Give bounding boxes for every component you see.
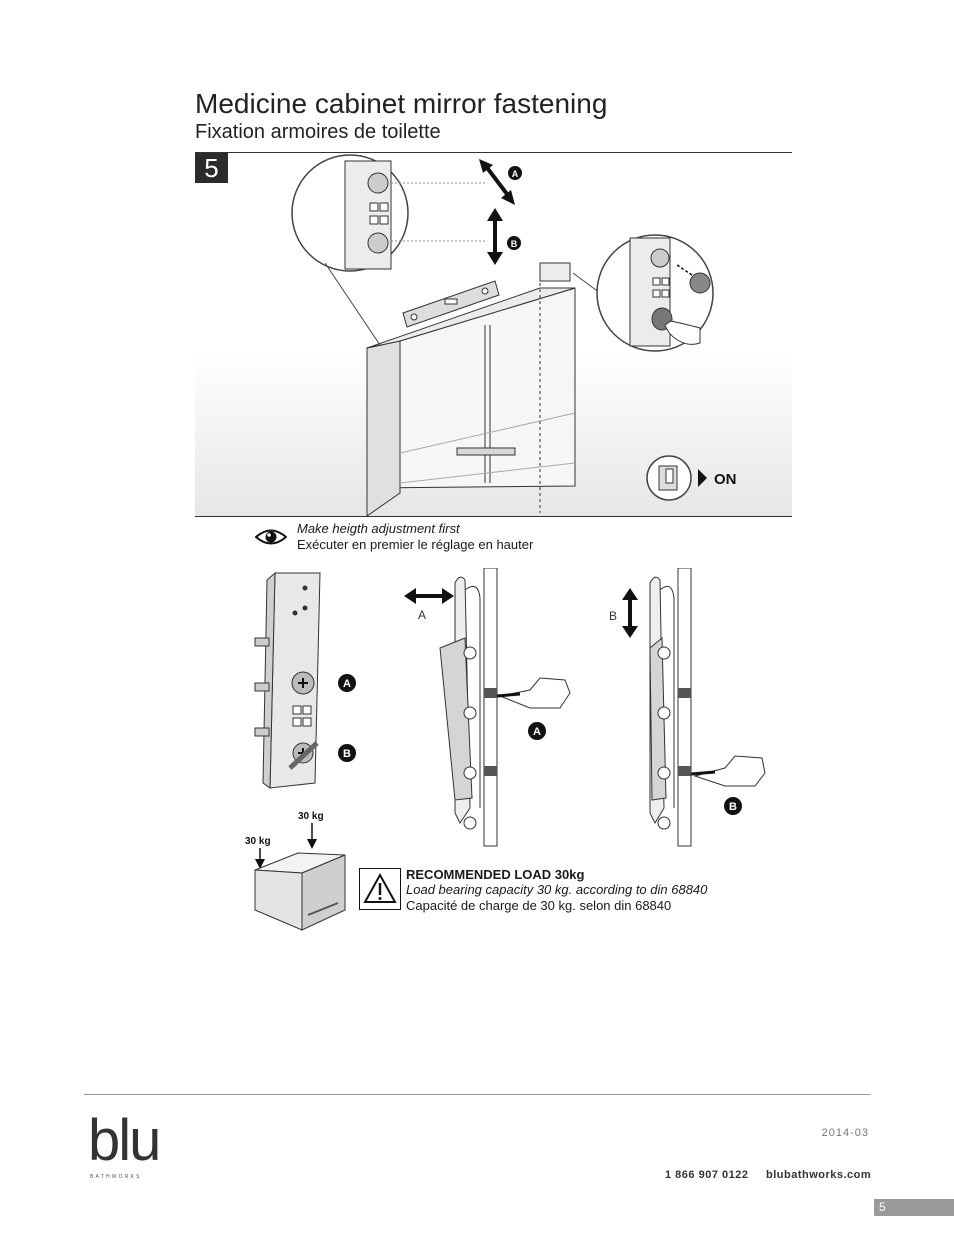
zoom-circle-right: [572, 234, 714, 352]
bracket-on-cabinet: [539, 262, 571, 282]
step-number-badge: 5: [195, 153, 228, 183]
side-view-a-callout: A: [533, 726, 541, 738]
callout-a-label: A: [512, 169, 519, 179]
warning-text-en: Load bearing capacity 30 kg. according t…: [406, 882, 708, 897]
footer-phone: 1 866 907 0122: [665, 1169, 749, 1181]
footer-website-link[interactable]: blubathworks.com: [766, 1169, 872, 1181]
spirit-level: [402, 280, 500, 328]
play-arrow-icon: [698, 469, 707, 487]
eye-icon: [255, 529, 287, 545]
callout-b-label: B: [511, 239, 518, 249]
side-view-a-illustration: A A: [404, 568, 571, 847]
bracket-callout-b-label: B: [343, 748, 351, 760]
zoom-circle-left: [291, 154, 485, 346]
warning-icon: [359, 868, 401, 910]
load-box-illustration: 30 kg 30 kg: [245, 811, 346, 931]
page-subtitle: Fixation armoires de toilette: [195, 121, 441, 143]
brand-logo: blu: [88, 1108, 161, 1173]
load-side-label: 30 kg: [245, 836, 271, 847]
bracket-callout-badges: A B: [338, 674, 356, 762]
warning-text-fr: Capacité de charge de 30 kg. selon din 6…: [406, 898, 672, 913]
side-view-b-illustration: B B: [609, 568, 766, 847]
side-view-a-label: A: [418, 608, 426, 622]
brand-logo-subtitle: BATHWORKS: [90, 1174, 142, 1180]
note-heading-en: Make heigth adjustment first: [297, 521, 460, 536]
bracket-callout-a-label: A: [343, 678, 351, 690]
note-text-fr: Exécuter en premier le réglage en hauter: [297, 537, 534, 552]
document-date: 2014-03: [821, 1127, 869, 1139]
load-top-label: 30 kg: [298, 811, 324, 822]
adjustment-arrow-b: [487, 208, 503, 265]
warning-heading: RECOMMENDED LOAD 30kg: [406, 867, 585, 882]
page-title: Medicine cabinet mirror fastening: [195, 88, 608, 119]
switch-icon: [646, 455, 692, 501]
bracket-detail-illustration: [254, 571, 321, 789]
side-view-b-label: B: [609, 609, 617, 623]
cabinet-illustration: [366, 287, 576, 517]
callout-a-badge: [508, 166, 522, 180]
header-divider: [195, 152, 792, 153]
adjustment-arrow-a: [479, 159, 515, 205]
scene-divider: [195, 516, 792, 517]
callout-b-badge: [507, 236, 521, 250]
page-number: 5: [874, 1199, 954, 1216]
cabinet-mounting-scene: A B ON: [195, 154, 792, 517]
side-view-b-callout: B: [729, 801, 737, 813]
switch-on-label: ON: [714, 471, 737, 488]
footer-divider: [84, 1094, 870, 1095]
